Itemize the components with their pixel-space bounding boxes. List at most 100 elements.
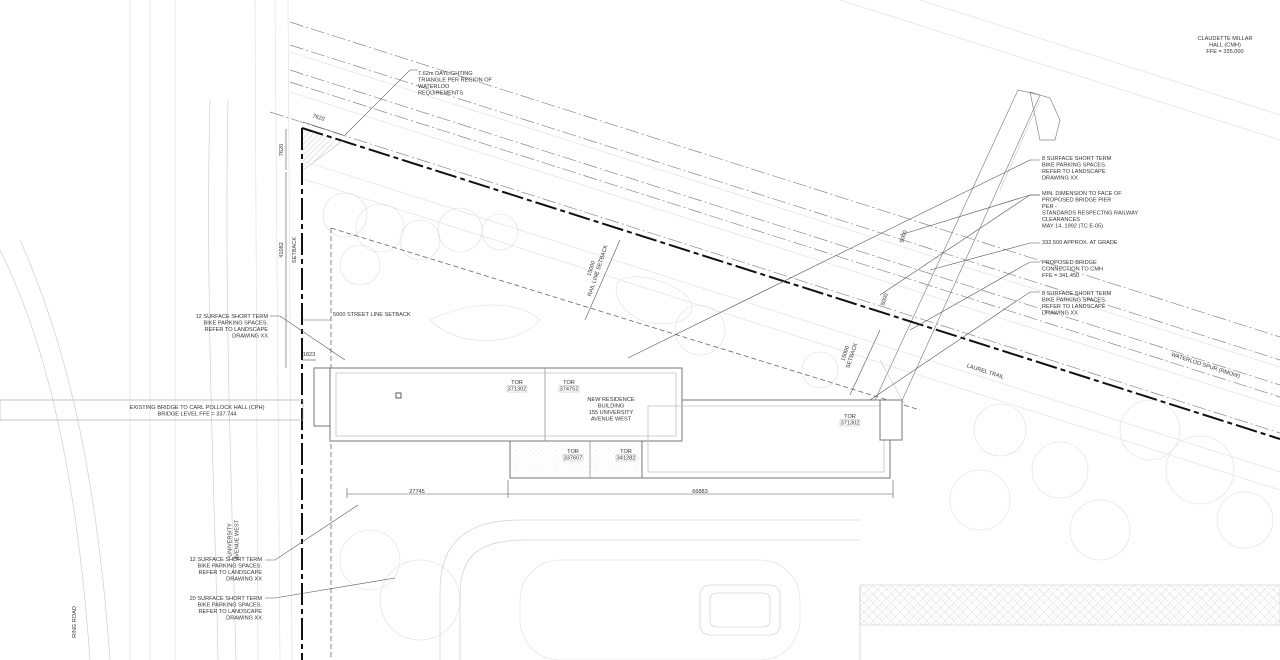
building-line: AVENUE WEST (591, 417, 632, 423)
claudette-line: FFE = 335.000 (1206, 49, 1243, 55)
label-dim-1823: 1823 (303, 352, 315, 358)
note-bike-8a-line: REFER TO LANDSCAPE (1042, 169, 1106, 175)
claudette-line: HALL (CMH) (1209, 43, 1241, 49)
note-bike-12a-line: DRAWING XX (232, 334, 268, 340)
tor-4-line: TOR (567, 449, 579, 455)
note-bike-8b-line: REFER TO LANDSCAPE (1042, 304, 1106, 310)
daylighting-triangle (303, 129, 343, 170)
label-dim-left-7620: 7620 (279, 144, 285, 156)
rail-corridor-lines (269, 0, 1280, 491)
label-dim-5000-a: 5000 (899, 230, 909, 244)
note-min-dim-line: PER - (1042, 204, 1057, 210)
note-bike-12b-line: BIKE PARKING SPACES. (198, 564, 263, 570)
tor-value-box (615, 454, 637, 462)
label-dim-27745: 27745 (409, 489, 425, 495)
tor-5-line: TOR (620, 449, 632, 455)
dim-66883-line: 66883 (692, 489, 708, 495)
note-min-dim-line: MAY 14, 1992 (TC E-05) (1042, 224, 1103, 230)
waterloo-spur-line: WATERLOO SPUR (RMOW) (1170, 352, 1241, 380)
rail-setback-line (330, 227, 921, 411)
note-min-dim-line: MIN. DIMENSION TO FACE OF (1042, 191, 1122, 197)
setback-right-line: 15000 (840, 345, 851, 362)
note-bike-12b-line: DRAWING XX (226, 577, 262, 583)
building-line: NEW RESIDENCE (587, 397, 635, 403)
note-grade-line: 332.500 APPROX. AT GRADE (1042, 240, 1118, 246)
note-bike-8a-line: BIKE PARKING SPACES. (1042, 163, 1107, 169)
note-min-dim-line: CLEARANCES (1042, 217, 1080, 223)
label-dim-41082: 41082 (279, 242, 285, 258)
proposed-bridge (874, 89, 1061, 406)
property-line-north (301, 127, 1280, 440)
note-bike-12b-line: REFER TO LANDSCAPE (198, 570, 262, 576)
note-bridge-line: FFE = 341.450 (1042, 273, 1079, 279)
tor-3-line: TOR (844, 414, 856, 420)
note-bike-20-line: 20 SURFACE SHORT TERM (190, 596, 263, 602)
tor-value-box (839, 419, 861, 427)
dim-top-7620-line: 7620 (311, 113, 325, 123)
note-bike-12b-line: 12 SURFACE SHORT TERM (190, 557, 263, 563)
label-setback-left: SETBACK (292, 237, 298, 263)
rail-setback-line: 15000 (586, 260, 597, 277)
dimension-lines (285, 121, 894, 498)
existing-bridge-line: EXISTING BRIDGE TO CARL POLLOCK HALL (CP… (130, 405, 265, 411)
daylighting-line: TRIANGLE PER REGION OF (418, 78, 493, 84)
existing-bridge (0, 399, 304, 421)
building-line: 155 UNIVERSITY (589, 410, 634, 416)
roof-hatch-icon (395, 392, 402, 399)
claudette-line: CLAUDETTE MILLAR (1197, 36, 1252, 42)
note-bike-8b-line: 8 SURFACE SHORT TERM (1042, 291, 1112, 297)
note-bike-20-line: BIKE PARKING SPACES. (198, 603, 263, 609)
tor-5-line: 341282 (617, 456, 636, 462)
note-bridge-line: CONNECTION TO CMH (1042, 267, 1103, 273)
new-residence-building (313, 367, 903, 479)
note-bike-12a-line: 12 SURFACE SHORT TERM (196, 314, 269, 320)
tor-1-line: TOR (511, 380, 523, 386)
note-bike-8b-line: DRAWING XX (1042, 311, 1078, 317)
note-bridge-line: PROPOSED BRIDGE (1042, 260, 1097, 266)
label-note-grade: 332.500 APPROX. AT GRADE (1042, 240, 1118, 246)
daylighting-line: 7.62m DAYLIGHTING (418, 71, 473, 77)
tor-value-box (506, 385, 528, 393)
label-dim-top-7620: 7620 (311, 113, 325, 123)
note-bike-20-line: REFER TO LANDSCAPE (198, 609, 262, 615)
note-bike-12a-line: REFER TO LANDSCAPE (204, 327, 268, 333)
dim-27745-line: 27745 (409, 489, 425, 495)
dim-left-7620-line: 7620 (279, 144, 285, 156)
existing-bridge-line: BRIDGE LEVEL FFE = 337.744 (158, 412, 237, 418)
daylighting-line: REQUIREMENTS (418, 91, 463, 97)
setback-left-line: SETBACK (292, 237, 298, 263)
label-ring-road: RING ROAD (72, 606, 78, 638)
label-street-setback: 5000 STREET LINE SETBACK (333, 312, 411, 318)
tor-3-line: 371302 (841, 421, 860, 427)
label-dim-66883: 66883 (692, 489, 708, 495)
dim-1823-line: 1823 (303, 352, 315, 358)
note-leaders (265, 69, 1040, 599)
note-bike-8b-line: BIKE PARKING SPACES. (1042, 298, 1107, 304)
ring-road-line: RING ROAD (72, 606, 78, 638)
dim-41082-line: 41082 (279, 242, 285, 258)
note-bike-8a-line: 8 SURFACE SHORT TERM (1042, 156, 1112, 162)
tor-2-line: 374752 (560, 387, 579, 393)
tor-2-line: TOR (563, 380, 575, 386)
note-bike-20-line: DRAWING XX (226, 616, 262, 622)
daylighting-line: WATERLOO (418, 84, 450, 90)
street-setback-line: 5000 STREET LINE SETBACK (333, 312, 411, 318)
label-waterloo-spur: WATERLOO SPUR (RMOW) (1170, 352, 1241, 380)
tor-value-box (562, 454, 584, 462)
dim-5000-b-line: 5000 (880, 293, 890, 307)
